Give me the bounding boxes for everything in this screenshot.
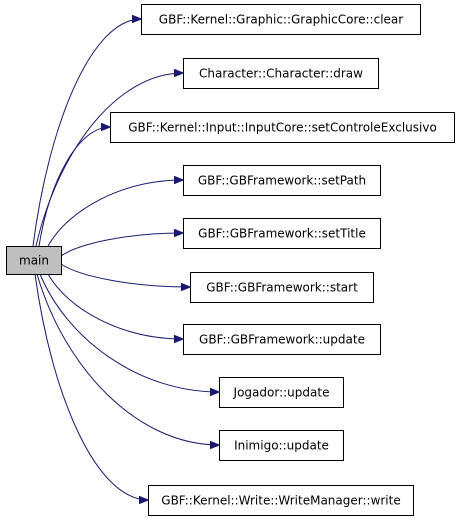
node-gbf-gbframework-setpath-box (183, 165, 381, 196)
node-gbf-gbframework-settitle[interactable]: GBF::GBFramework::setTitle (183, 218, 381, 249)
node-gbf-kernel-input-inputcore-setcontroleexclusivo[interactable]: GBF::Kernel::Input::InputCore::setContro… (110, 112, 455, 143)
node-main[interactable]: main (6, 246, 62, 275)
node-jogador-update-label: Jogador::update (233, 386, 330, 400)
node-jogador-update-box (219, 377, 344, 408)
node-gbf-kernel-graphic-graphiccore-clear-label: GBF::Kernel::Graphic::GraphicCore::clear (159, 13, 403, 27)
node-gbf-kernel-write-writemanager-write-box (148, 485, 414, 516)
node-gbf-gbframework-update-box (183, 324, 381, 355)
edge-main-to-5 (60, 233, 183, 257)
node-inimigo-update[interactable]: Inimigo::update (219, 430, 344, 461)
node-inimigo-update-label: Inimigo::update (234, 439, 329, 453)
edge-main-to-1 (32, 19, 141, 247)
node-character-character-draw-box (183, 58, 379, 89)
edges-layer (32, 19, 219, 500)
node-gbf-gbframework-start-box (190, 272, 374, 303)
node-gbf-gbframework-settitle-box (183, 218, 381, 249)
node-gbf-gbframework-setpath-label: GBF::GBFramework::setPath (198, 174, 366, 188)
node-gbf-gbframework-update[interactable]: GBF::GBFramework::update (183, 324, 381, 355)
edge-main-to-6 (60, 263, 190, 287)
node-main-box (6, 246, 62, 275)
node-gbf-gbframework-start[interactable]: GBF::GBFramework::start (190, 272, 374, 303)
node-gbf-kernel-input-inputcore-setcontroleexclusivo-box (110, 112, 455, 143)
node-inimigo-update-box (219, 430, 344, 461)
node-main-label: main (19, 254, 49, 268)
node-gbf-kernel-graphic-graphiccore-clear[interactable]: GBF::Kernel::Graphic::GraphicCore::clear (141, 4, 421, 35)
edge-main-to-2 (35, 73, 183, 247)
node-gbf-kernel-write-writemanager-write-label: GBF::Kernel::Write::WriteManager::write (161, 494, 400, 508)
edge-main-to-9 (36, 273, 219, 445)
node-gbf-kernel-write-writemanager-write[interactable]: GBF::Kernel::Write::WriteManager::write (148, 485, 414, 516)
edge-main-to-8 (39, 273, 219, 392)
edge-main-to-7 (47, 273, 183, 339)
node-gbf-gbframework-start-label: GBF::GBFramework::start (206, 281, 358, 295)
node-gbf-kernel-graphic-graphiccore-clear-box (141, 4, 421, 35)
node-gbf-gbframework-setpath[interactable]: GBF::GBFramework::setPath (183, 165, 381, 196)
node-gbf-gbframework-update-label: GBF::GBFramework::update (199, 333, 365, 347)
edge-main-to-10 (34, 273, 148, 500)
node-character-character-draw-label: Character::Character::draw (199, 67, 363, 81)
node-character-character-draw[interactable]: Character::Character::draw (183, 58, 379, 89)
node-jogador-update[interactable]: Jogador::update (219, 377, 344, 408)
node-gbf-gbframework-settitle-label: GBF::GBFramework::setTitle (198, 227, 366, 241)
edge-main-to-4 (47, 180, 183, 247)
edge-main-to-3 (38, 127, 110, 247)
nodes-layer: GBF::Kernel::Graphic::GraphicCore::clear… (6, 4, 455, 516)
node-gbf-kernel-input-inputcore-setcontroleexclusivo-label: GBF::Kernel::Input::InputCore::setContro… (128, 121, 437, 135)
